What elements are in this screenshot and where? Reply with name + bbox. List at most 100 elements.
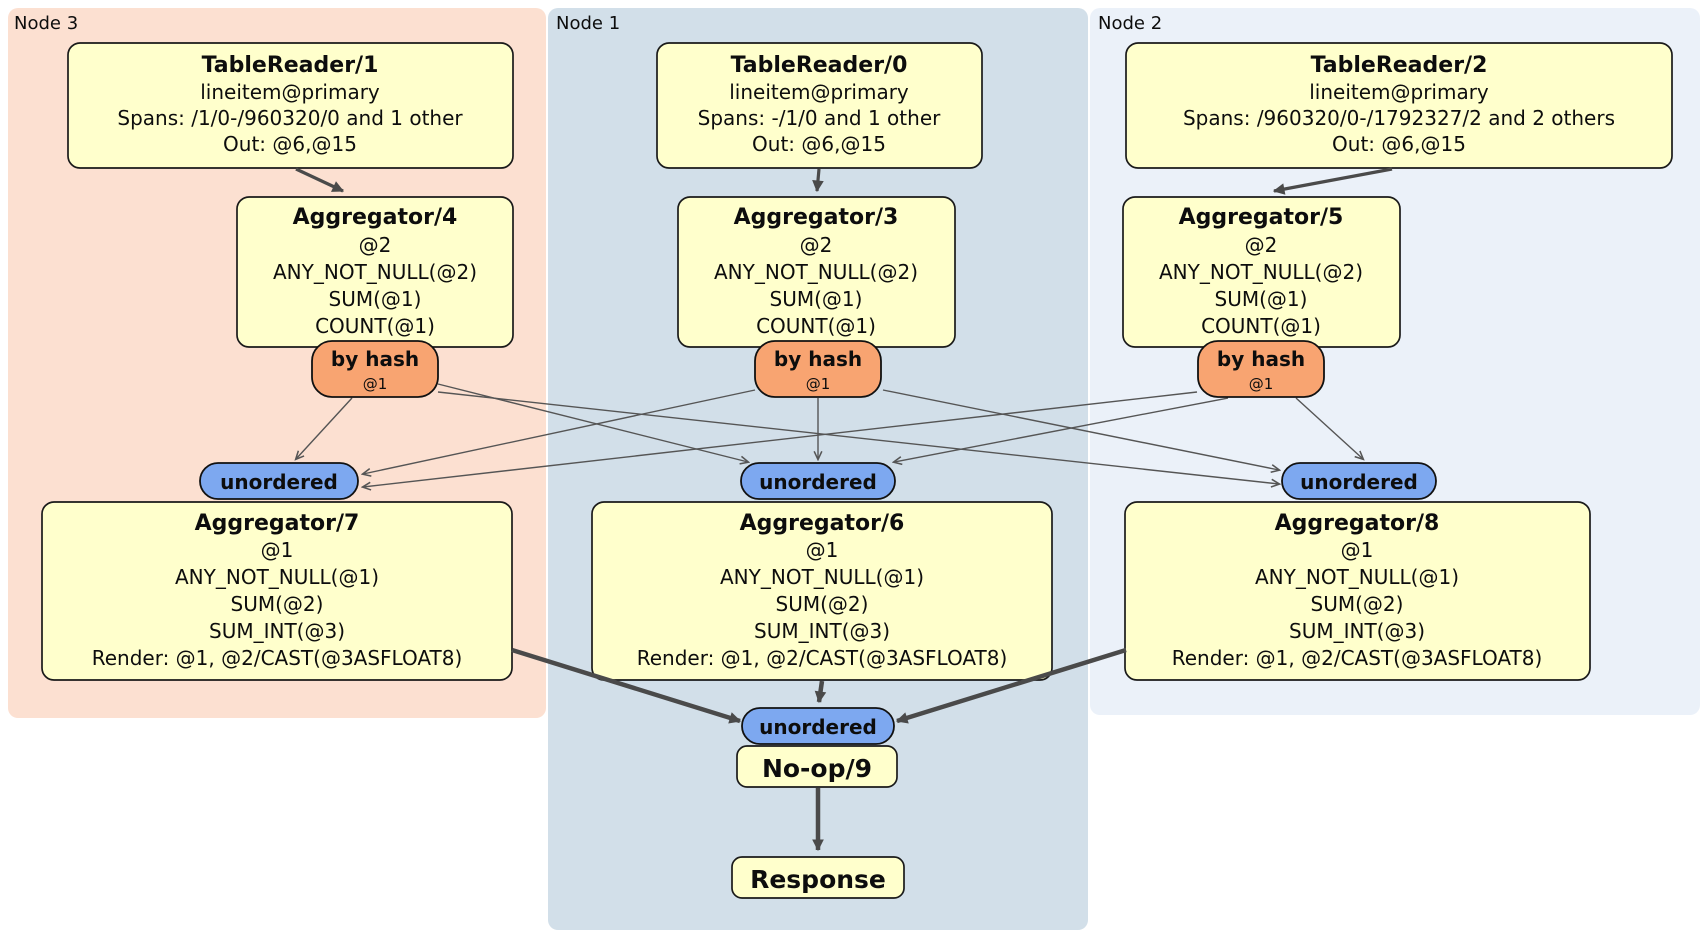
sync-unordered-9-label: unordered — [759, 715, 877, 739]
router-by-hash-3-key: @1 — [806, 375, 831, 393]
edge-router3-sync7 — [363, 389, 756, 474]
tablereader-2-box — [1125, 42, 1673, 169]
aggregator-4-line: @2 — [359, 233, 392, 257]
edge-tablereader0-aggregator3 — [812, 168, 824, 193]
aggregator-7-line: ANY_NOT_NULL(@1) — [175, 565, 379, 589]
router-by-hash-3: by hash @1 — [754, 340, 882, 398]
processor-tablereader-0: TableReader/0 lineitem@primary Spans: -/… — [656, 42, 983, 169]
aggregator-8-title: Aggregator/8 — [1275, 511, 1440, 536]
tablereader-2-out: Out: @6,@15 — [1332, 132, 1466, 156]
sync-unordered-9-pill — [741, 707, 895, 745]
router-by-hash-4: by hash @1 — [311, 340, 439, 398]
tablereader-2-spans: Spans: /960320/0-/1792327/2 and 2 others — [1183, 106, 1615, 130]
router-by-hash-5-label: by hash — [1217, 347, 1305, 371]
aggregator-3-title: Aggregator/3 — [734, 205, 899, 230]
edge-router5-sync8 — [1295, 397, 1363, 459]
processor-noop-9: No-op/9 — [736, 745, 898, 788]
processor-tablereader-2: TableReader/2 lineitem@primary Spans: /9… — [1125, 42, 1673, 169]
tablereader-2-title: TableReader/2 — [1311, 53, 1488, 78]
aggregator-4-line: SUM(@1) — [329, 287, 422, 311]
response-title: Response — [750, 865, 886, 894]
sync-unordered-8: unordered — [1281, 462, 1437, 500]
tablereader-1-spans: Spans: /1/0-/960320/0 and 1 other — [117, 106, 463, 130]
aggregator-6-line: SUM(@2) — [776, 592, 869, 616]
aggregator-5-title: Aggregator/5 — [1179, 205, 1344, 230]
edge-router4-sync7 — [296, 397, 353, 459]
sync-unordered-6-label: unordered — [759, 470, 877, 494]
aggregator-6-line: SUM_INT(@3) — [754, 619, 890, 643]
tablereader-2-index: lineitem@primary — [1309, 80, 1489, 104]
aggregator-3-line: @2 — [800, 233, 833, 257]
sync-unordered-7: unordered — [199, 462, 359, 500]
sync-unordered-9: unordered — [741, 707, 895, 745]
tablereader-0-spans: Spans: -/1/0 and 1 other — [698, 106, 941, 130]
edge-tablereader1-aggregator4 — [295, 167, 345, 193]
noop-9-title: No-op/9 — [762, 754, 872, 783]
aggregator-5-line: ANY_NOT_NULL(@2) — [1159, 260, 1363, 284]
aggregator-7-title: Aggregator/7 — [195, 511, 360, 536]
aggregator-7-line: @1 — [261, 538, 294, 562]
aggregator-8-render: Render: @1, @2/CAST(@3ASFLOAT8) — [1172, 646, 1543, 670]
aggregator-6-line: ANY_NOT_NULL(@1) — [720, 565, 924, 589]
aggregator-3-line: COUNT(@1) — [756, 314, 876, 338]
processor-aggregator-6: Aggregator/6 @1 ANY_NOT_NULL(@1) SUM(@2)… — [591, 501, 1053, 681]
edge-router3-sync8 — [882, 389, 1279, 470]
aggregator-8-line: SUM(@2) — [1311, 592, 1404, 616]
aggregator-7-line: SUM_INT(@3) — [209, 619, 345, 643]
aggregator-8-line: ANY_NOT_NULL(@1) — [1255, 565, 1459, 589]
aggregator-8-line: SUM_INT(@3) — [1289, 619, 1425, 643]
aggregator-6-render: Render: @1, @2/CAST(@3ASFLOAT8) — [637, 646, 1008, 670]
router-by-hash-3-pill — [754, 340, 882, 398]
aggregator-6-box — [591, 501, 1053, 681]
aggregator-8-box — [1124, 501, 1591, 681]
aggregator-6-line: @1 — [806, 538, 839, 562]
router-by-hash-4-pill — [311, 340, 439, 398]
tablereader-0-title: TableReader/0 — [731, 53, 908, 78]
tablereader-0-index: lineitem@primary — [729, 80, 909, 104]
aggregator-5-line: SUM(@1) — [1215, 287, 1308, 311]
tablereader-1-index: lineitem@primary — [200, 80, 380, 104]
panel-label-node-3: Node 3 — [14, 13, 78, 34]
aggregator-3-line: ANY_NOT_NULL(@2) — [714, 260, 918, 284]
edge-aggregator8-sync9 — [895, 647, 1127, 724]
aggregator-7-box — [41, 501, 513, 681]
sync-unordered-6-pill — [740, 462, 896, 500]
router-by-hash-4-key: @1 — [363, 375, 388, 393]
aggregator-3-line: SUM(@1) — [770, 287, 863, 311]
tablereader-1-box — [67, 42, 514, 169]
aggregator-4-line: COUNT(@1) — [315, 314, 435, 338]
aggregator-4-title: Aggregator/4 — [293, 205, 458, 230]
router-by-hash-5: by hash @1 — [1197, 340, 1325, 398]
noop-9-box — [736, 745, 898, 788]
processor-aggregator-8: Aggregator/8 @1 ANY_NOT_NULL(@1) SUM(@2)… — [1124, 501, 1591, 681]
edge-router5-sync7 — [363, 391, 1198, 487]
router-by-hash-4-label: by hash — [331, 347, 419, 371]
router-by-hash-5-key: @1 — [1249, 375, 1274, 393]
response-box — [731, 856, 905, 899]
panel-label-node-1: Node 1 — [556, 13, 620, 34]
edge-tablereader2-aggregator5 — [1272, 167, 1393, 195]
tablereader-1-out: Out: @6,@15 — [223, 132, 357, 156]
aggregator-8-line: @1 — [1341, 538, 1374, 562]
sync-unordered-8-pill — [1281, 462, 1437, 500]
tablereader-0-out: Out: @6,@15 — [752, 132, 886, 156]
processor-response: Response — [731, 856, 905, 899]
tablereader-0-box — [656, 42, 983, 169]
edge-aggregator6-sync9 — [814, 680, 827, 704]
processor-tablereader-1: TableReader/1 lineitem@primary Spans: /1… — [67, 42, 514, 169]
aggregator-5-line: COUNT(@1) — [1201, 314, 1321, 338]
edge-aggregator7-sync9 — [511, 647, 742, 724]
aggregator-6-title: Aggregator/6 — [740, 511, 905, 536]
aggregator-7-render: Render: @1, @2/CAST(@3ASFLOAT8) — [92, 646, 463, 670]
processor-aggregator-3: Aggregator/3 @2 ANY_NOT_NULL(@2) SUM(@1)… — [677, 196, 956, 348]
aggregator-5-line: @2 — [1245, 233, 1278, 257]
sync-unordered-8-label: unordered — [1300, 470, 1418, 494]
sync-unordered-6: unordered — [740, 462, 896, 500]
processor-aggregator-7: Aggregator/7 @1 ANY_NOT_NULL(@1) SUM(@2)… — [41, 501, 513, 681]
edge-router4-sync8 — [437, 391, 1279, 484]
sync-unordered-7-pill — [199, 462, 359, 500]
router-by-hash-3-label: by hash — [774, 347, 862, 371]
panel-label-node-2: Node 2 — [1098, 13, 1162, 34]
processor-aggregator-5: Aggregator/5 @2 ANY_NOT_NULL(@2) SUM(@1)… — [1122, 196, 1401, 348]
